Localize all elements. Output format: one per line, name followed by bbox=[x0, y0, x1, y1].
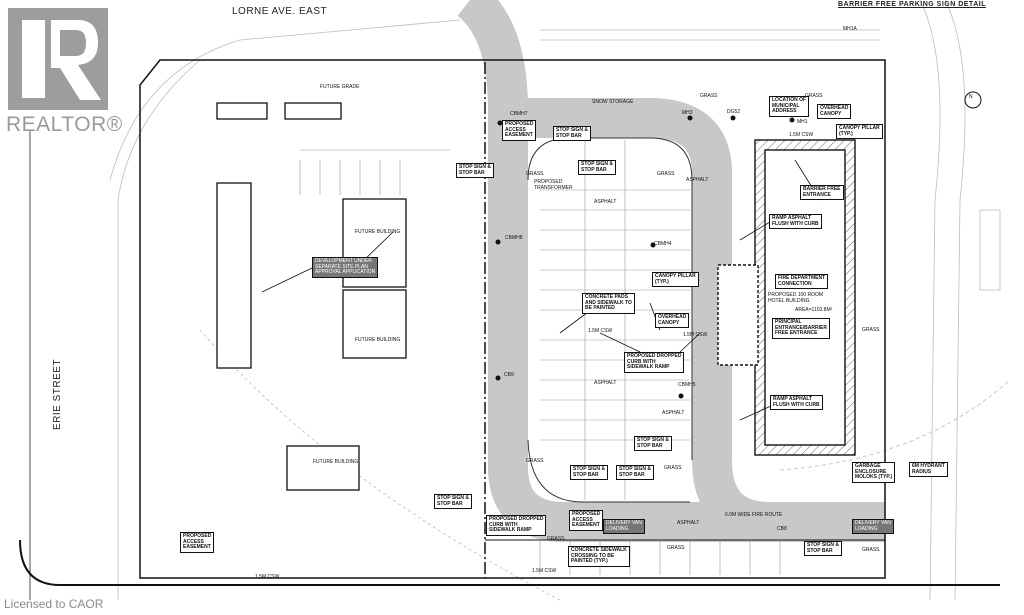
callout-label: OVERHEAD CANOPY bbox=[817, 104, 852, 119]
future-buildings bbox=[216, 102, 407, 491]
plan-label: ASPHALT bbox=[677, 520, 700, 526]
callout-label: FIRE DEPARTMENT CONNECTION bbox=[775, 274, 829, 289]
plan-label: GRASS bbox=[700, 93, 718, 99]
plan-label: CB8 bbox=[777, 526, 787, 532]
callout-label: BARRIER FREE ENTRANCE bbox=[800, 185, 844, 200]
callout-label: CONCRETE PADS AND SIDEWALK TO BE PAINTED bbox=[582, 293, 635, 314]
plan-label: PROPOSED TRANSFORMER bbox=[534, 179, 573, 191]
plan-label: FUTURE BUILDING bbox=[355, 337, 401, 343]
realtor-logo-text: REALTOR® bbox=[6, 113, 123, 136]
callout-label: STOP SIGN & STOP BAR bbox=[570, 465, 609, 480]
plan-label: 1.5m CSW bbox=[683, 332, 708, 338]
callout-label: STOP SIGN & STOP BAR bbox=[804, 541, 843, 556]
callout-label: PROPOSED ACCESS EASEMENT bbox=[180, 532, 215, 553]
sign-detail-title: BARRIER FREE PARKING SIGN DETAIL bbox=[838, 1, 986, 8]
plan-label: CBMH8 bbox=[505, 235, 523, 241]
callout-label: LOCATION OF MUNICIPAL ADDRESS bbox=[769, 96, 810, 117]
callout-label: PROPOSED ACCESS EASEMENT bbox=[502, 120, 537, 141]
plan-label: GRASS bbox=[664, 465, 682, 471]
plan-label: 1.5m CSW bbox=[588, 328, 613, 334]
plan-label: ASPHALT bbox=[662, 410, 685, 416]
road-edges bbox=[527, 137, 693, 503]
plan-label: 1.5m CSW bbox=[255, 574, 280, 580]
callout-label: RAMP ASPHALT FLUSH WITH CURB bbox=[769, 214, 822, 229]
manholes bbox=[495, 115, 795, 399]
plan-label: MH1A bbox=[843, 26, 857, 32]
plan-label: SNOW STORAGE bbox=[592, 99, 634, 105]
plan-label: CBMH4 bbox=[654, 241, 672, 247]
plan-label: GRASS bbox=[805, 93, 823, 99]
plan-label: ASPHALT bbox=[686, 177, 709, 183]
plan-label: FUTURE BUILDING bbox=[355, 229, 401, 235]
callout-label: STOP SIGN & STOP BAR bbox=[616, 465, 655, 480]
plan-label: GRASS bbox=[526, 171, 544, 177]
plan-label: GRASS bbox=[526, 458, 544, 464]
callout-label: CONCRETE SIDEWALK CROSSING TO BE PAINTED… bbox=[568, 546, 630, 567]
plan-label: GRASS bbox=[862, 547, 880, 553]
plan-label: MH1 bbox=[797, 119, 808, 125]
callout-label: CANOPY PILLAR (TYP.) bbox=[836, 124, 883, 139]
plan-label: GRASS bbox=[862, 327, 880, 333]
callout-label: Delivery Van Loading bbox=[603, 519, 645, 534]
callout-label: STOP SIGN & STOP BAR bbox=[434, 494, 473, 509]
plan-label: N bbox=[969, 94, 973, 100]
plan-label: ASPHALT bbox=[594, 380, 617, 386]
plan-label: MH3 bbox=[682, 110, 693, 116]
plan-label: GRASS bbox=[667, 545, 685, 551]
callout-label: Delivery Van Loading bbox=[852, 519, 894, 534]
street-label-erie: ERIE STREET bbox=[52, 358, 63, 430]
license-notice: Licensed to CAOR bbox=[4, 597, 104, 611]
callout-label: OVERHEAD CANOPY bbox=[655, 313, 690, 328]
plan-label: GRASS bbox=[547, 536, 565, 542]
plan-label: DG52 bbox=[727, 109, 741, 115]
plan-label: 6.0m WIDE FIRE ROUTE bbox=[725, 512, 783, 518]
callout-label: STOP SIGN & STOP BAR bbox=[634, 436, 673, 451]
plan-label: 1.5m CSW bbox=[789, 132, 814, 138]
plan-label: PROPOSED 100 ROOM HOTEL BUILDING bbox=[768, 292, 824, 304]
plan-label: CBMH7 bbox=[510, 111, 528, 117]
callout-label: PROPOSED DROPPED CURB WITH SIDEWALK RAMP bbox=[486, 515, 547, 536]
callout-label: STOP SIGN & STOP BAR bbox=[553, 126, 592, 141]
callout-label: STOP SIGN & STOP BAR bbox=[578, 160, 617, 175]
callout-label: GARBAGE ENCLOSURE MOLOKS (TYP.) bbox=[852, 462, 896, 483]
plan-label: 1.5m CSW bbox=[532, 568, 557, 574]
callout-label: CANOPY PILLAR (TYP.) bbox=[652, 272, 699, 287]
callout-label: PROPOSED ACCESS EASEMENT bbox=[569, 510, 604, 531]
callout-label: PRINCIPAL ENTRANCE/BARRIER FREE ENTRANCE bbox=[772, 318, 830, 339]
property-boundary bbox=[19, 59, 1000, 586]
plan-label: GRASS bbox=[657, 171, 675, 177]
realtor-r-icon bbox=[22, 20, 101, 100]
plan-label: ASPHALT bbox=[594, 199, 617, 205]
callout-label: 6m HYDRANT RADIUS bbox=[909, 462, 948, 477]
plan-label: AREA=1103.8m² bbox=[795, 307, 833, 313]
street-label-lorne: LORNE AVE. EAST bbox=[232, 6, 328, 17]
plan-label: CBMH5 bbox=[678, 382, 696, 388]
callout-label: STOP SIGN & STOP BAR bbox=[456, 163, 495, 178]
plan-label: CB9 bbox=[504, 372, 514, 378]
callout-label: RAMP ASPHALT FLUSH WITH CURB bbox=[770, 395, 823, 410]
callout-label: DEVELOPMENT UNDER SEPARATE SITE PLAN APP… bbox=[312, 257, 379, 278]
realtor-logo bbox=[8, 8, 108, 110]
north-arrow bbox=[964, 91, 982, 109]
callout-label: PROPOSED DROPPED CURB WITH SIDEWALK RAMP bbox=[624, 352, 685, 373]
plan-label: FUTURE GRADE bbox=[320, 84, 360, 90]
plan-label: FUTURE BUILDING bbox=[313, 459, 359, 465]
